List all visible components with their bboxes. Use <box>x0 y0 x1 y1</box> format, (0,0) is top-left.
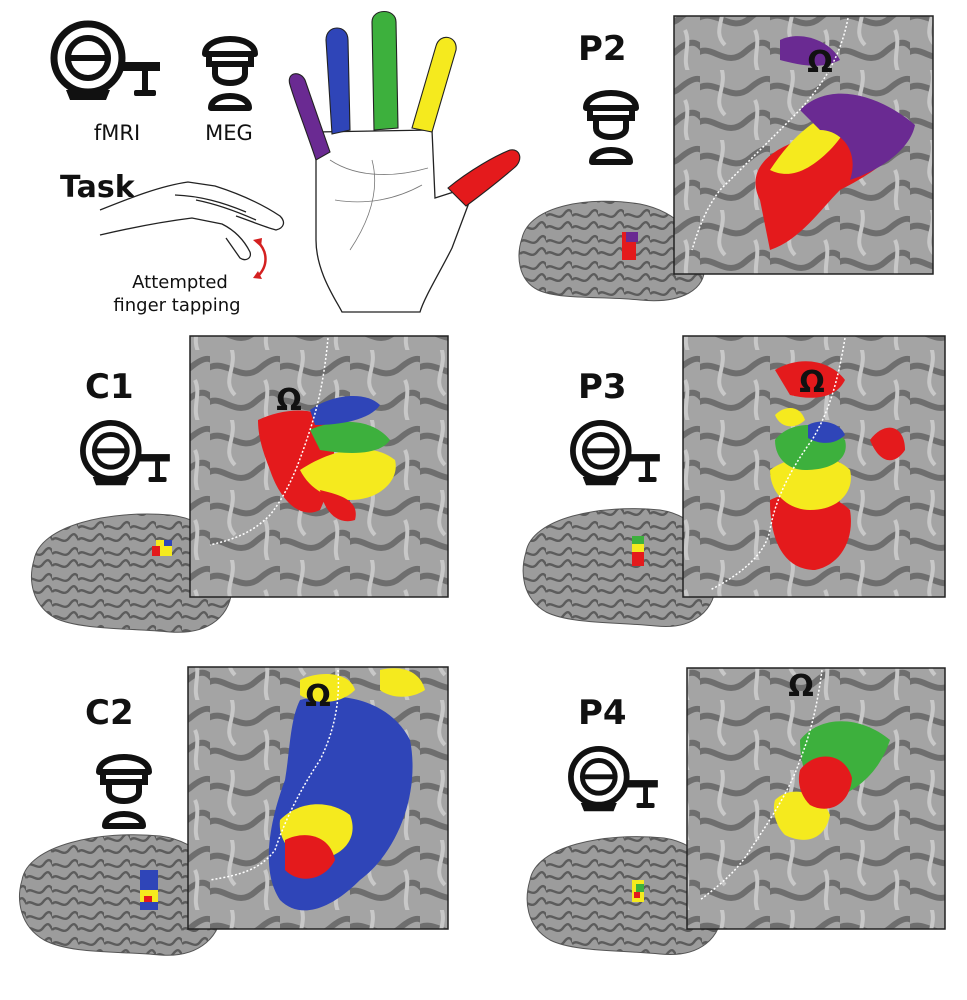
central-sulcus <box>209 337 329 546</box>
legend: fMRI MEG Task Attempted finger tapping <box>54 10 521 316</box>
closeup-frame <box>682 335 946 598</box>
palm <box>315 129 471 313</box>
panel-label: P2 <box>578 29 627 69</box>
omega-marker: Ω <box>788 669 814 704</box>
closeup-frame <box>673 15 934 275</box>
meg-icon <box>586 93 636 162</box>
omega-marker: Ω <box>276 383 302 418</box>
finger-thumb <box>447 149 521 207</box>
central-sulcus <box>209 669 340 881</box>
finger-index <box>411 36 457 133</box>
meg-icon <box>205 39 255 108</box>
omega-marker: Ω <box>305 679 331 714</box>
meg-icon <box>99 757 149 826</box>
central-sulcus <box>709 337 846 591</box>
panel-c1: C1 Ω <box>31 335 449 633</box>
task-description-line2: finger tapping <box>113 295 240 316</box>
task-description-line1: Attempted <box>132 272 228 293</box>
tap-arrowhead-up <box>253 238 262 247</box>
omega-marker: Ω <box>799 365 825 400</box>
fmri-icon <box>83 423 170 485</box>
panel-label: C2 <box>85 693 134 733</box>
panel-p3: P3 Ω <box>522 335 946 627</box>
tap-arrow <box>257 241 267 277</box>
panel-c2: C2 Ω <box>19 666 449 956</box>
brain-thumbnail <box>526 836 723 955</box>
finger-middle <box>371 10 399 131</box>
meg-label: MEG <box>205 121 253 145</box>
tapping-hand-sketch <box>99 181 285 261</box>
task-label: Task <box>60 170 136 205</box>
closeup-frame <box>189 335 449 598</box>
central-sulcus <box>691 17 849 251</box>
closeup-frame <box>686 667 946 930</box>
fmri-icon <box>571 749 658 811</box>
brain-thumbnail <box>522 508 717 627</box>
finger-little <box>288 73 331 161</box>
brain-thumbnail <box>31 513 233 633</box>
panel-label: C1 <box>85 367 134 407</box>
brain-thumbnail <box>518 200 705 302</box>
panel-label: P3 <box>578 367 627 407</box>
finger-ring <box>325 27 351 135</box>
fmri-icon <box>54 24 160 100</box>
tap-arrowhead-down <box>253 271 262 279</box>
panel-p4: P4 Ω <box>526 667 946 955</box>
closeup-frame <box>187 666 449 930</box>
panel-label: P4 <box>578 693 627 733</box>
omega-marker: Ω <box>807 45 833 80</box>
fmri-label: fMRI <box>94 121 140 145</box>
panel-p2: P2 Ω <box>518 15 934 302</box>
hand-diagram <box>288 10 521 313</box>
central-sulcus <box>699 669 823 901</box>
fmri-icon <box>573 423 660 485</box>
